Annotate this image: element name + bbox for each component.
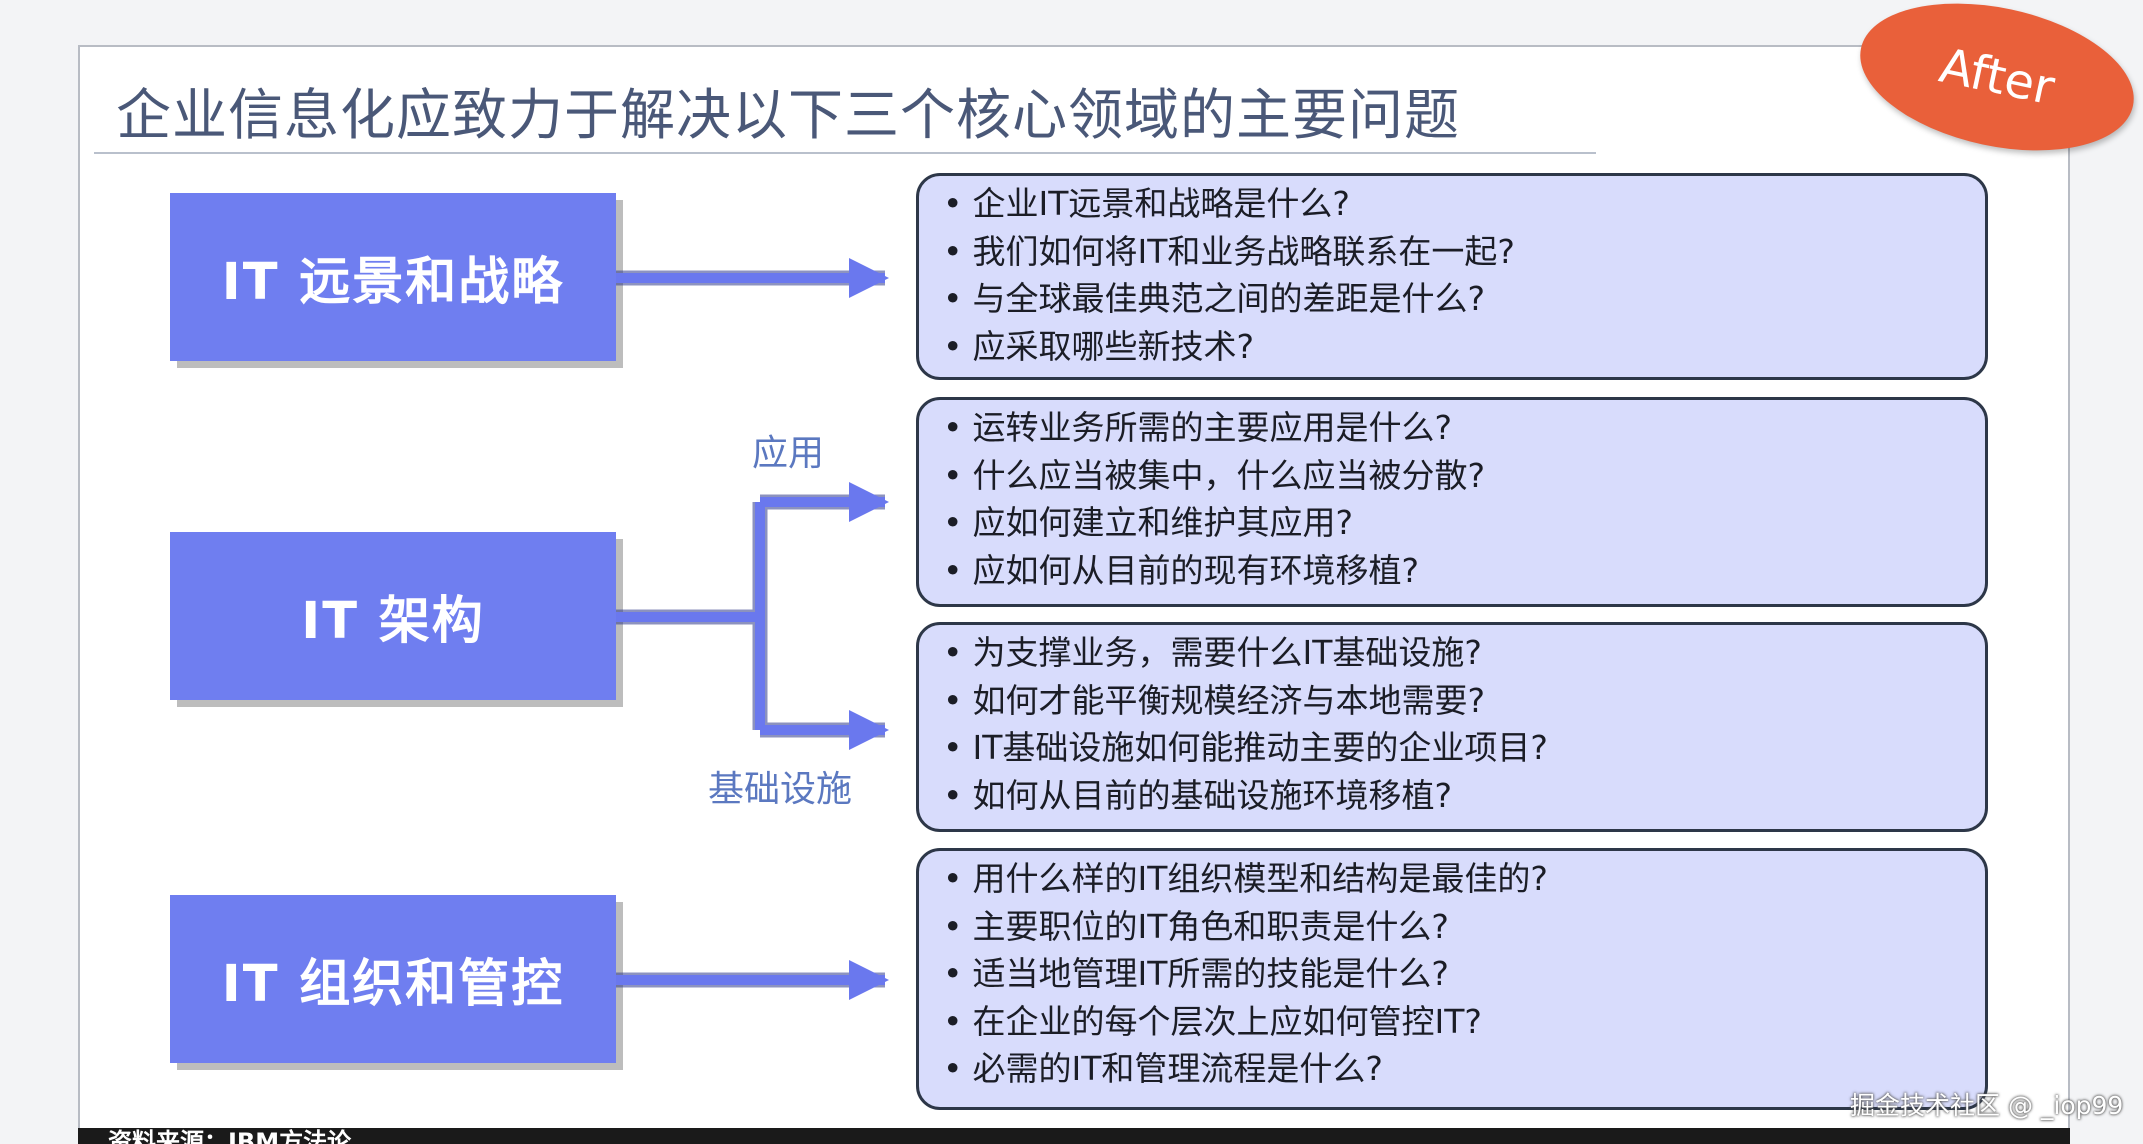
questions-application-box: 运转业务所需的主要应用是什么? 什么应当被集中，什么应当被分散? 应如何建立和维… — [916, 397, 1988, 607]
question-item: 主要职位的IT角色和职责是什么? — [943, 903, 1985, 951]
domain-vision-strategy: IT 远景和战略 — [170, 193, 616, 361]
branch-label-infrastructure: 基础设施 — [708, 769, 853, 810]
arrow-architecture-trunk — [616, 502, 765, 730]
source-note: 资料来源：IBM方法论 — [108, 1128, 352, 1144]
question-item: 什么应当被集中，什么应当被分散? — [943, 452, 1985, 500]
branch-label-application: 应用 — [752, 433, 825, 474]
question-item: 企业IT远景和战略是什么? — [943, 180, 1985, 228]
domain-organization-governance: IT 组织和管控 — [170, 895, 616, 1063]
question-item: 必需的IT和管理流程是什么? — [943, 1045, 1985, 1093]
questions-vision-box: 企业IT远景和战略是什么? 我们如何将IT和业务战略联系在一起? 与全球最佳典范… — [916, 173, 1988, 380]
domain-architecture: IT 架构 — [170, 532, 616, 700]
question-item: IT基础设施如何能推动主要的企业项目? — [943, 724, 1985, 772]
questions-governance-box: 用什么样的IT组织模型和结构是最佳的? 主要职位的IT角色和职责是什么? 适当地… — [916, 848, 1988, 1110]
source-footer: 资料来源：IBM方法论 — [78, 1128, 2070, 1144]
slide-title: 企业信息化应致力于解决以下三个核心领域的主要问题 — [116, 83, 1461, 147]
question-item: 应采取哪些新技术? — [943, 323, 1985, 371]
question-item: 为支撑业务，需要什么IT基础设施? — [943, 629, 1985, 677]
question-item: 如何才能平衡规模经济与本地需要? — [943, 677, 1985, 725]
question-item: 运转业务所需的主要应用是什么? — [943, 404, 1985, 452]
question-item: 如何从目前的基础设施环境移植? — [943, 772, 1985, 820]
watermark: 掘金技术社区 @ _iop99 — [1850, 1091, 2124, 1120]
title-divider — [94, 152, 1596, 154]
question-item: 用什么样的IT组织模型和结构是最佳的? — [943, 855, 1985, 903]
questions-infrastructure-box: 为支撑业务，需要什么IT基础设施? 如何才能平衡规模经济与本地需要? IT基础设… — [916, 622, 1988, 832]
question-item: 在企业的每个层次上应如何管控IT? — [943, 998, 1985, 1046]
question-item: 我们如何将IT和业务战略联系在一起? — [943, 228, 1985, 276]
question-item: 应如何建立和维护其应用? — [943, 499, 1985, 547]
question-item: 与全球最佳典范之间的差距是什么? — [943, 275, 1985, 323]
question-item: 应如何从目前的现有环境移植? — [943, 547, 1985, 595]
question-item: 适当地管理IT所需的技能是什么? — [943, 950, 1985, 998]
